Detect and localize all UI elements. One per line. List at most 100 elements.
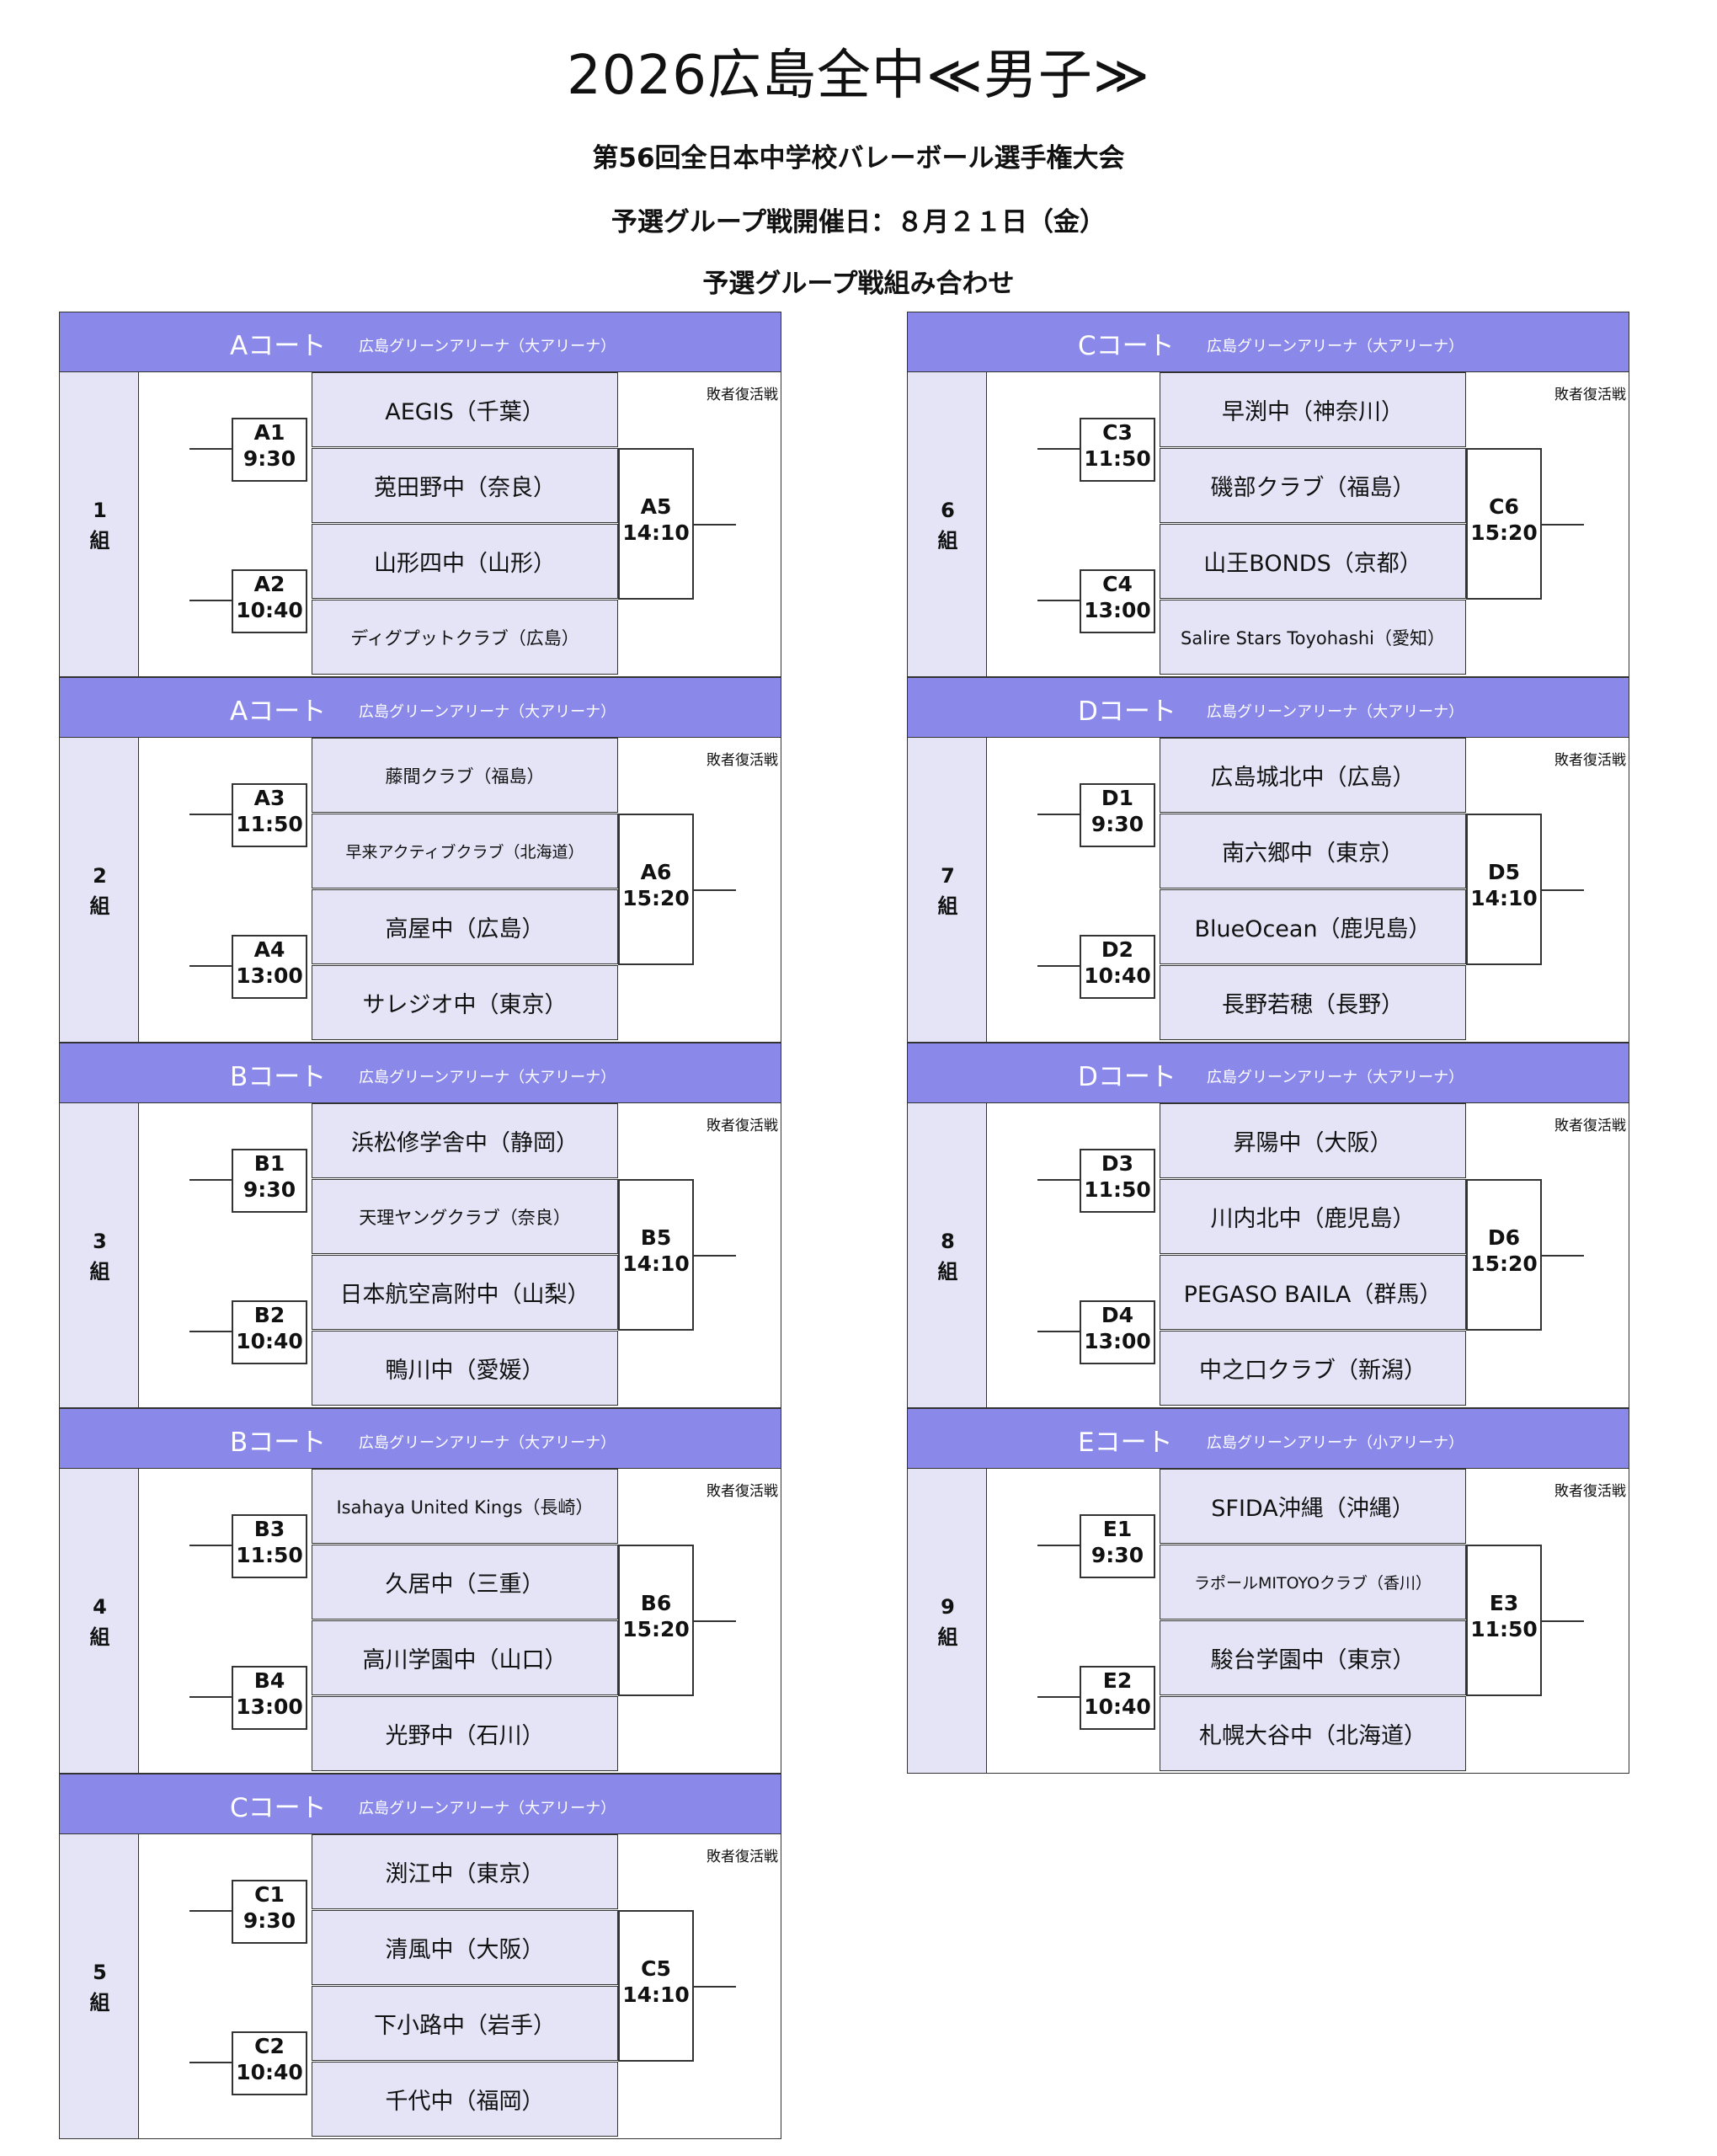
match-id: B6 [640,1591,672,1615]
court-header: Aコート広島グリーンアリーナ（大アリーナ） [59,312,781,372]
team-name: 光野中（石川） [312,1696,618,1771]
team-name: 高屋中（広島） [312,889,618,964]
match-id: D5 [1487,860,1521,884]
match-id: A3 [253,786,285,810]
team-name: 藤間クラブ（福島） [312,738,618,813]
match-id: B2 [253,1303,285,1327]
court-label: Aコート [230,696,327,727]
court-label: Cコート [1078,331,1175,361]
match-time: 9:30 [1090,812,1144,836]
venue-label: 広島グリーンアリーナ（大アリーナ） [359,703,616,721]
team-name: 日本航空高附中（山梨） [312,1255,618,1330]
match-time: 10:40 [236,2060,303,2084]
team-name: 清風中（大阪） [312,1910,618,1985]
match-time: 14:10 [622,1983,690,2007]
match-time: 10:40 [236,1329,303,1353]
group-kumi: 組 [937,529,958,552]
match-time: 15:20 [1470,520,1538,545]
match-time: 15:20 [622,1617,690,1641]
match-time: 14:10 [1470,886,1538,910]
court-label: Eコート [1078,1428,1173,1458]
group-number: 1 [93,499,107,522]
team-name: 千代中（福岡） [312,2062,618,2137]
court-header: Bコート広島グリーンアリーナ（大アリーナ） [59,1043,781,1103]
bracket-line [189,1179,232,1181]
team-name: 天理ヤングクラブ（奈良） [312,1179,618,1254]
bracket-line [1037,965,1080,967]
match-id: B3 [253,1517,285,1541]
court-header: Bコート広島グリーンアリーナ（大アリーナ） [59,1408,781,1469]
venue-label: 広島グリーンアリーナ（大アリーナ） [1207,338,1464,355]
team-name: AEGIS（千葉） [312,372,618,447]
group-number: 8 [941,1230,955,1253]
group-number: 2 [93,864,107,888]
match-id: C1 [254,1882,285,1907]
match-id: B1 [253,1151,285,1176]
team-name: 久居中（三重） [312,1545,618,1620]
group-number: 4 [93,1595,107,1619]
match-id: D2 [1101,937,1134,962]
bracket-line [1037,448,1080,450]
bracket-line [1542,1620,1584,1622]
team-name: 昇陽中（大阪） [1160,1103,1466,1178]
match-time: 10:40 [1084,963,1151,988]
team-name: サレジオ中（東京） [312,965,618,1040]
court-header: Cコート広島グリーンアリーナ（大アリーナ） [59,1774,781,1834]
court-header: Aコート 広島グリーンアリーナ（大アリーナ） [59,677,781,738]
consolation-label: 敗者復活戦 [1554,1483,1626,1500]
match-id: C5 [641,1956,671,1981]
group-number: 5 [93,1961,107,1984]
bracket-line [1542,889,1584,891]
group-kumi: 組 [89,894,110,918]
team-name: 広島城北中（広島） [1160,738,1466,813]
match-id: C4 [1102,572,1133,596]
bracket-line [1037,1545,1080,1546]
bracket-line [1037,600,1080,601]
court-header: Eコート 広島グリーンアリーナ（小アリーナ） [907,1408,1629,1469]
match-id: D6 [1487,1225,1521,1250]
match-time: 11:50 [236,1543,303,1567]
match-time: 13:00 [236,1694,303,1719]
match-time: 9:30 [243,1177,296,1202]
bracket-line [189,448,232,450]
venue-label: 広島グリーンアリーナ（大アリーナ） [359,1434,616,1452]
team-name: 早渕中（神奈川） [1160,372,1466,447]
team-name: 下小路中（岩手） [312,1986,618,2061]
court-header: Dコート広島グリーンアリーナ（大アリーナ） [907,1043,1629,1103]
match-id: C2 [254,2034,285,2058]
match-time: 10:40 [1084,1694,1151,1719]
venue-label: 広島グリーンアリーナ（小アリーナ） [1207,1434,1464,1452]
match-time: 14:10 [622,520,690,545]
bracket-line [189,1696,232,1698]
bracket-line [1037,1179,1080,1181]
match-id: C3 [1102,420,1133,445]
bracket-line [189,965,232,967]
group-kumi: 組 [89,1625,110,1649]
page-title: 2026広島全中≪男子≫ [567,45,1150,107]
group-kumi: 組 [89,1260,110,1283]
bracket-line [694,1255,736,1257]
bracket-line [1037,1331,1080,1332]
tournament-name: 第56回全日本中学校バレーボール選手権大会 [592,143,1125,173]
team-name: SFIDA沖縄（沖縄） [1160,1469,1466,1544]
group-number: 9 [941,1595,955,1619]
group-kumi: 組 [89,529,110,552]
consolation-label: 敗者復活戦 [1554,752,1626,769]
match-time: 15:20 [1470,1251,1538,1276]
consolation-label: 敗者復活戦 [1554,387,1626,403]
group-kumi: 組 [937,894,958,918]
team-name: 南六郷中（東京） [1160,814,1466,889]
